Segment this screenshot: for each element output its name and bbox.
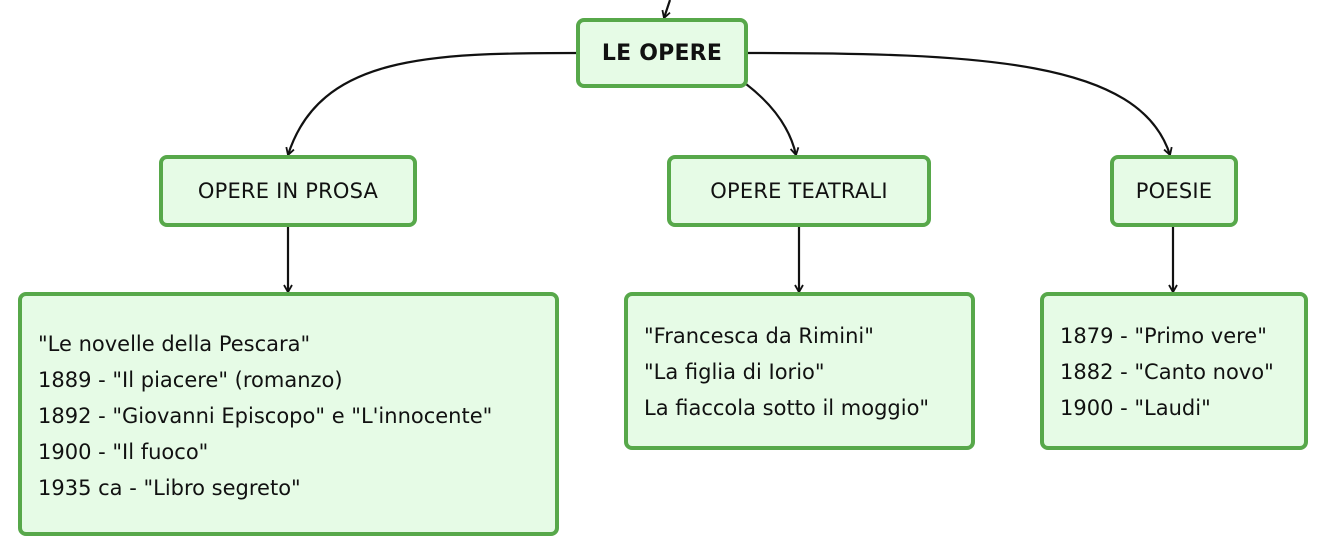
category-node-opere-in-prosa: OPERE IN PROSA [159,155,417,227]
category-label: POESIE [1135,179,1213,203]
root-label: LE OPERE [601,40,723,66]
category-label: OPERE TEATRALI [710,179,888,203]
list-item: "Le novelle della Pescara" [38,332,311,356]
connector-root-to-prosa [285,51,579,157]
category-node-poesie: POESIE [1110,155,1238,227]
list-item: "La figlia di Iorio" [644,360,825,384]
connector-root-to-poesie [745,51,1173,157]
list-item: 1892 - "Giovanni Episcopo" e "L'innocent… [38,404,493,428]
list-item: 1889 - "Il piacere" (romanzo) [38,368,343,392]
connector-root-to-teatrali [745,83,800,157]
root-node-le-opere: LE OPERE [576,18,748,88]
category-node-opere-teatrali: OPERE TEATRALI [667,155,931,227]
list-item: 1900 - "Laudi" [1060,396,1211,420]
list-node-opere-in-prosa: "Le novelle della Pescara" 1889 - "Il pi… [18,292,559,536]
list-item: "Francesca da Rimini" [644,324,874,348]
list-item: 1900 - "Il fuoco" [38,440,209,464]
list-item: 1879 - "Primo vere" [1060,324,1267,348]
list-node-opere-teatrali: "Francesca da Rimini" "La figlia di Iori… [624,292,975,450]
list-item: La fiaccola sotto il moggio" [644,396,930,420]
list-item: 1935 ca - "Libro segreto" [38,476,301,500]
category-label: OPERE IN PROSA [197,179,379,203]
list-node-poesie: 1879 - "Primo vere" 1882 - "Canto novo" … [1040,292,1308,450]
incoming-connector [661,0,672,20]
list-item: 1882 - "Canto novo" [1060,360,1274,384]
